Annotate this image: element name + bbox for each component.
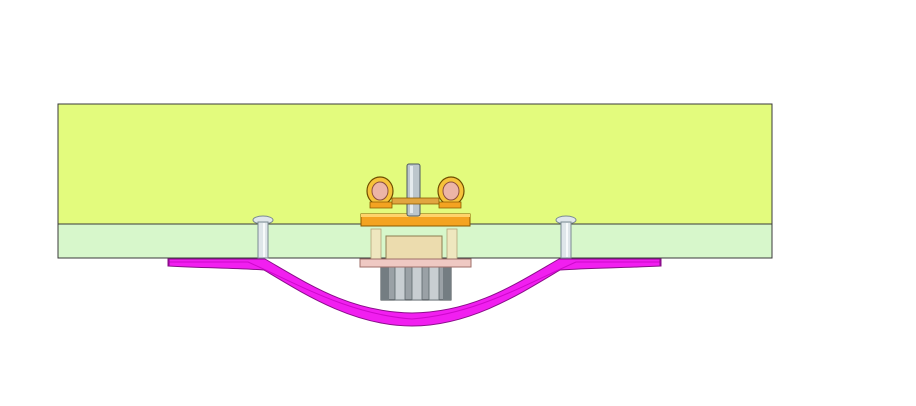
fastener-pin-left <box>252 215 274 259</box>
curved-spring-bracket <box>167 258 662 327</box>
center-module <box>359 163 472 268</box>
fastener-pin-right <box>555 215 577 259</box>
connector-right <box>437 176 465 209</box>
motor-body <box>385 235 443 261</box>
connector-left <box>366 176 394 209</box>
gear-knob <box>380 266 452 301</box>
center-shaft <box>406 163 421 217</box>
